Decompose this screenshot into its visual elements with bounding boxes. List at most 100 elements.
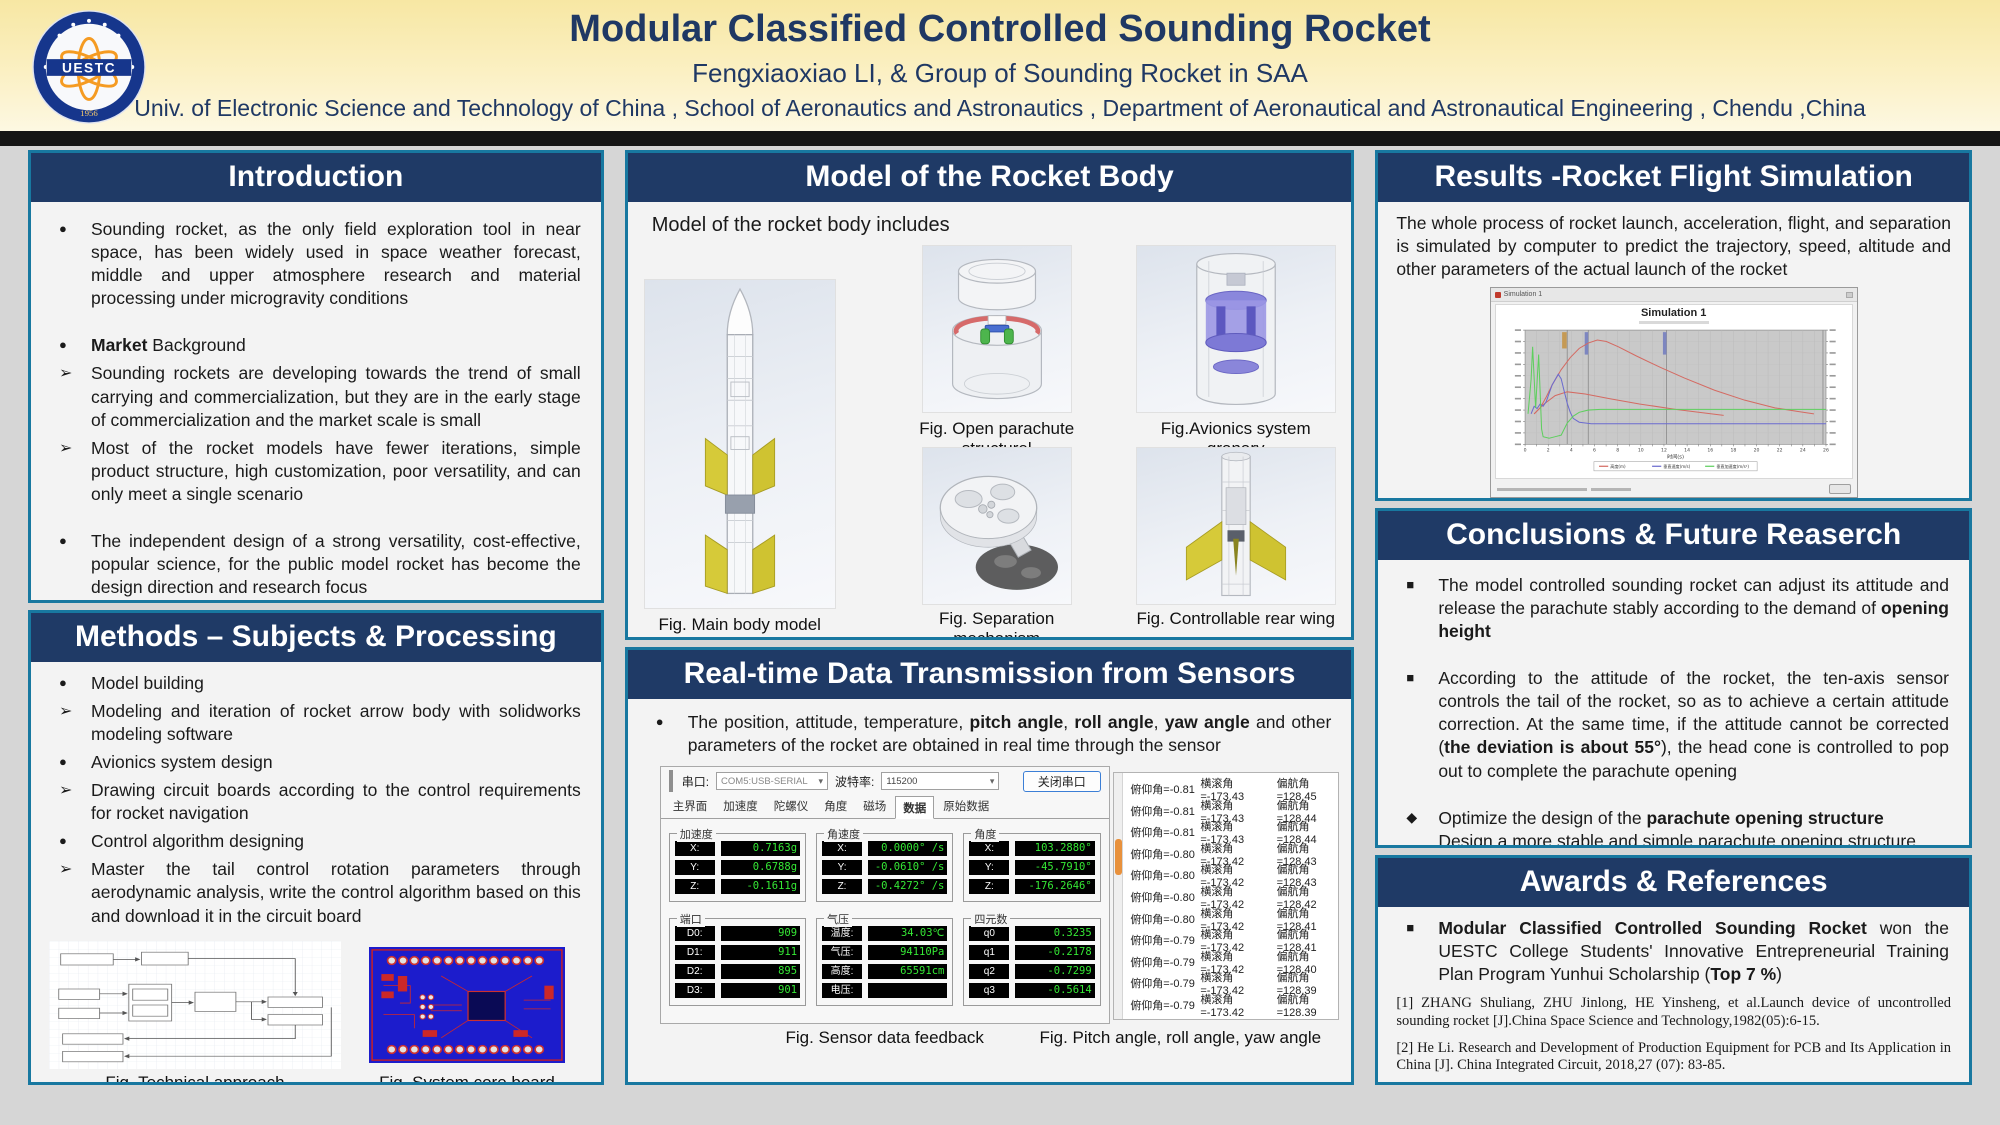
- sensor-tab[interactable]: 角度: [824, 801, 848, 814]
- svg-text:20: 20: [1753, 448, 1759, 454]
- svg-text:16: 16: [1707, 448, 1713, 454]
- sensor-tab[interactable]: 原始数据: [943, 801, 990, 814]
- separation-mechanism-figure: [921, 447, 1072, 605]
- sensor-tab[interactable]: 主界面: [672, 801, 708, 814]
- window-close-icon[interactable]: [1845, 291, 1853, 298]
- sensor-field-value: 901: [720, 983, 801, 999]
- svg-text:26: 26: [1823, 448, 1829, 454]
- section-title-results: Results -Rocket Flight Simulation: [1378, 153, 1969, 202]
- svg-text:4: 4: [1570, 448, 1573, 454]
- methods-figures: Fig. Technical approach: [31, 939, 601, 1082]
- technical-approach-caption: Fig. Technical approach: [105, 1072, 285, 1085]
- rear-wing-caption: Fig. Controllable rear wing: [1136, 609, 1335, 628]
- sensor-field-label: D3:: [674, 983, 715, 999]
- sensor-field-value: -0.1611g: [720, 879, 801, 895]
- sensor-field-label: q3: [969, 983, 1010, 999]
- bullet-marker: ➢: [59, 365, 73, 383]
- system-core-board-figure: [369, 946, 565, 1063]
- chart-title: Simulation 1: [1640, 307, 1707, 320]
- window-title: Simulation 1: [1503, 291, 1543, 299]
- list-item: ➢Master the tail control rotation parame…: [55, 858, 581, 927]
- status-text-placeholder: [1496, 487, 1587, 491]
- svg-text:24: 24: [1800, 448, 1806, 454]
- svg-text:0: 0: [1523, 448, 1526, 454]
- realtime-panel: Real-time Data Transmission from Sensors…: [624, 647, 1355, 1085]
- sensor-field-label: X:: [969, 841, 1010, 857]
- svg-text:UESTC: UESTC: [62, 60, 116, 75]
- list-item: ●Avionics system design: [55, 751, 581, 774]
- sensor-field-label: Y:: [674, 860, 715, 876]
- bullet-marker: ●: [59, 754, 67, 769]
- results-paragraph: The whole process of rocket launch, acce…: [1396, 213, 1951, 280]
- system-core-board-caption: Fig. System core board: [379, 1072, 555, 1085]
- introduction-list: ●Sounding rocket, as the only field expl…: [31, 202, 601, 600]
- section-title-realtime: Real-time Data Transmission from Sensors: [627, 650, 1352, 699]
- sensor-field-value: -0.7299: [1015, 964, 1095, 980]
- bullet-marker: ●: [655, 714, 664, 729]
- list-item: ◆Optimize the design of the parachute op…: [1402, 807, 1949, 845]
- sensor-field-value: -0.2178: [1015, 945, 1095, 961]
- list-item: ➢Sounding rockets are developing towards…: [55, 362, 581, 431]
- header-divider: [0, 131, 2000, 146]
- sensor-tab[interactable]: 磁场: [863, 801, 887, 814]
- poster-title: Modular Classified Controlled Sounding R…: [569, 8, 1431, 50]
- close-serial-button[interactable]: 关闭串口: [1022, 770, 1101, 792]
- sensor-tab[interactable]: 陀螺仪: [773, 801, 809, 814]
- sensor-field-label: D1:: [674, 945, 715, 961]
- sensor-field-label: D0:: [674, 926, 715, 942]
- sensor-tab[interactable]: 数据: [895, 796, 935, 820]
- attitude-caption: Fig. Pitch angle, roll angle, yaw angle: [1039, 1028, 1322, 1048]
- realtime-bullet: ● The position, attitude, temperature, p…: [652, 711, 1332, 757]
- bullet-marker: ➢: [59, 782, 73, 800]
- sensor-field-label: X:: [674, 841, 715, 857]
- serial-port-select[interactable]: COM5:USB-SERIAL▾: [716, 772, 829, 791]
- status-text-placeholder: [1590, 487, 1631, 491]
- technical-approach-figure: [49, 940, 341, 1069]
- attitude-scrollbar[interactable]: [1114, 773, 1124, 1020]
- list-item: ➢Most of the rocket models have fewer it…: [55, 437, 581, 506]
- baud-rate-select[interactable]: 115200▾: [881, 772, 1000, 791]
- toolbar-divider: [668, 770, 673, 793]
- bullet-marker: ●: [59, 833, 67, 849]
- scope-ok-button[interactable]: [1828, 484, 1851, 495]
- sensor-field-label: q1: [969, 945, 1010, 961]
- list-item: ●Model building: [55, 672, 581, 695]
- poster-affiliation: Univ. of Electronic Science and Technolo…: [134, 95, 1866, 121]
- svg-text:8: 8: [1616, 448, 1619, 454]
- sensor-field-value: -176.2646°: [1015, 879, 1095, 895]
- model-panel: Model of the Rocket Body Model of the ro…: [624, 150, 1355, 640]
- sensor-field-value: [868, 983, 948, 999]
- svg-text:14: 14: [1684, 448, 1690, 454]
- sensor-field-value: 103.2880°: [1015, 841, 1095, 857]
- svg-text:10: 10: [1638, 448, 1644, 454]
- section-title-introduction: Introduction: [31, 153, 601, 202]
- svg-text:12: 12: [1661, 448, 1667, 454]
- introduction-panel: Introduction ●Sounding rocket, as the on…: [28, 150, 604, 603]
- bullet-marker: ➢: [59, 439, 73, 457]
- scrollbar-thumb[interactable]: [1115, 839, 1123, 876]
- sensor-field-value: 0.6788g: [720, 860, 801, 876]
- sensor-tab[interactable]: 加速度: [723, 801, 758, 814]
- section-title-methods: Methods – Subjects & Processing: [31, 612, 601, 662]
- svg-text:1956: 1956: [80, 108, 98, 118]
- sensor-field-label: q0: [969, 926, 1010, 942]
- sensor-field-value: 65591cm: [868, 964, 948, 980]
- conclusions-panel: Conclusions & Future Reaserch ■The model…: [1375, 507, 1972, 848]
- sensor-field-label: 高度:: [822, 964, 863, 980]
- reference-1: [1] ZHANG Shuliang, ZHU Jinlong, HE Yins…: [1396, 995, 1951, 1029]
- sensor-software-screenshot: 串口: COM5:USB-SERIAL▾ 波特率: 115200▾ 关闭串口 主…: [659, 766, 1110, 1025]
- sensor-tab-bar: 主界面 加速度 陀螺仪 角度 磁场数据原始数据: [660, 795, 1109, 820]
- sensor-field-value: 34.03℃: [868, 926, 948, 942]
